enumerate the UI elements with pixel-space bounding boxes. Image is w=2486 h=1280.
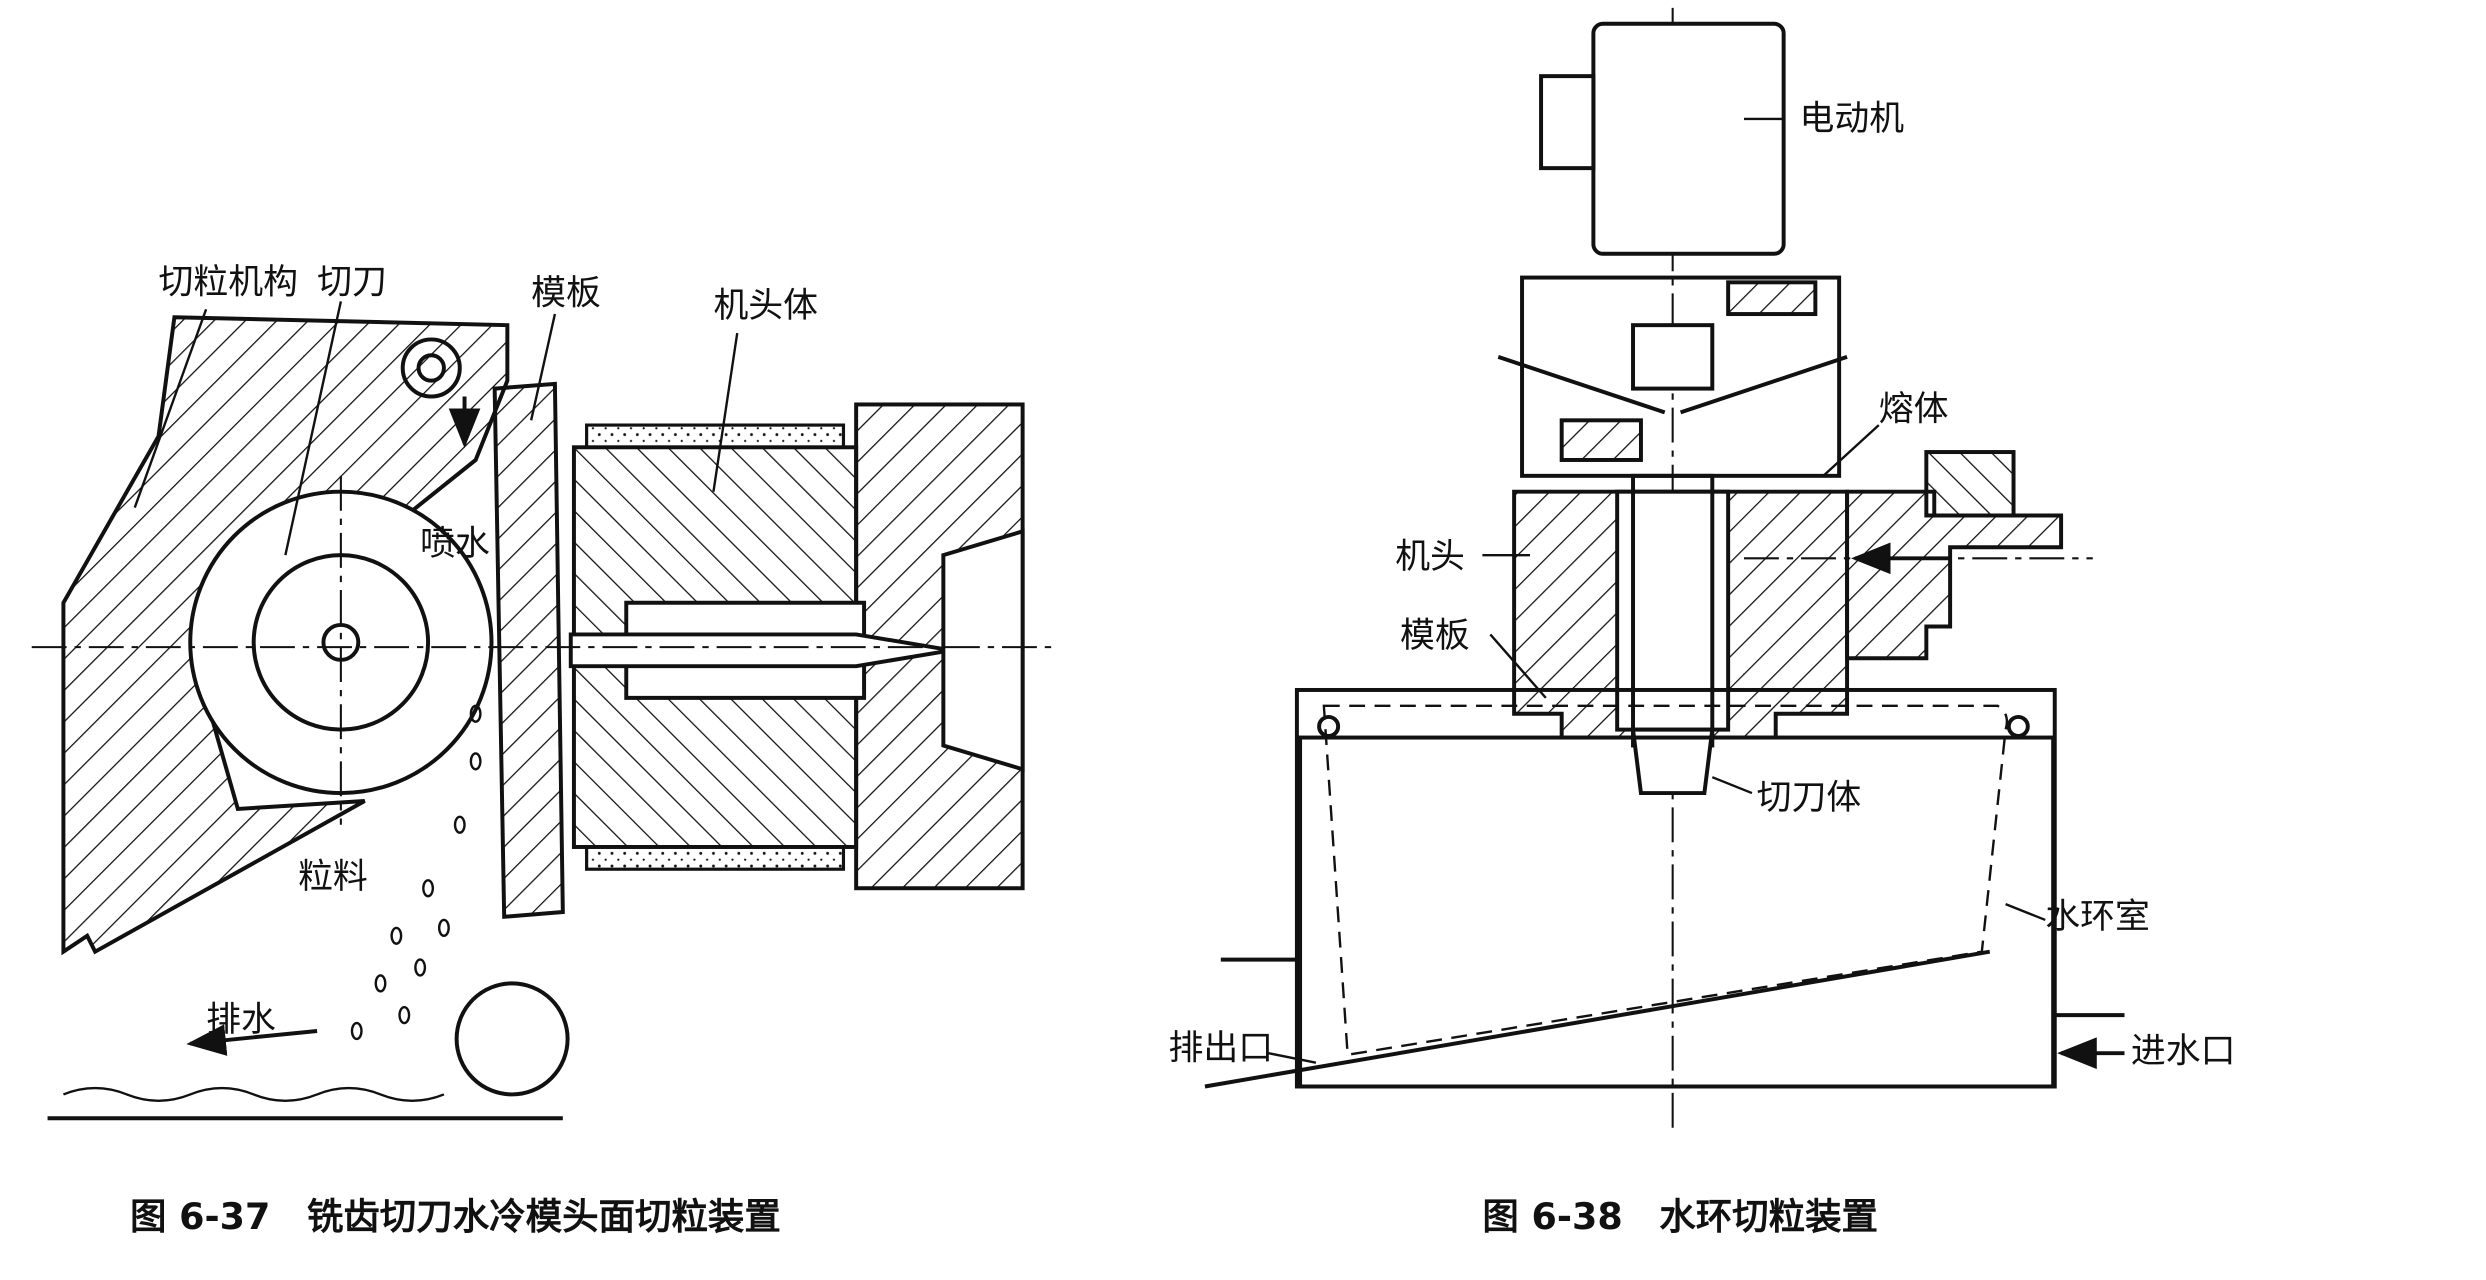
label-outlet: 排出口 xyxy=(1168,1029,1273,1069)
label-cutting-mechanism: 切粒机构 xyxy=(159,262,298,302)
label-cutter: 切刀 xyxy=(317,262,387,302)
label-motor: 电动机 xyxy=(1799,99,1904,139)
label-pellets: 粒料 xyxy=(298,857,368,897)
label-die-plate: 模板 xyxy=(1400,616,1470,656)
label-melt: 熔体 xyxy=(1879,389,1949,429)
motor xyxy=(1591,21,1786,256)
label-die-plate: 模板 xyxy=(531,274,601,314)
label-die-head: 机头 xyxy=(1395,537,1465,577)
figure-6-37: 切粒机构 切刀 模板 机头体 喷水 粒料 排水 图 6-37 铣齿切刀水冷模头面… xyxy=(31,262,1055,1238)
label-water-spray: 喷水 xyxy=(420,524,490,564)
spray-nozzle xyxy=(400,337,462,399)
caption-figure-6-37: 图 6-37 铣齿切刀水冷模头面切粒装置 xyxy=(130,1195,781,1238)
label-drain: 排水 xyxy=(206,1000,276,1040)
label-die-head-body: 机头体 xyxy=(713,286,818,326)
cutting-mechanism-housing xyxy=(61,315,510,956)
label-water-ring-chamber: 水环室 xyxy=(2045,897,2150,937)
drain-roller xyxy=(454,981,570,1097)
figure-6-38: 电动机 熔体 机头 模板 切刀体 水环室 排出口 进水口 图 6-38 水环切粒… xyxy=(1168,7,2236,1238)
die-plate xyxy=(492,381,565,919)
pellets-falling xyxy=(350,704,482,1041)
caption-figure-6-38: 图 6-38 水环切粒装置 xyxy=(1482,1195,1878,1238)
label-cutter-body: 切刀体 xyxy=(1757,778,1862,818)
label-water-inlet: 进水口 xyxy=(2131,1032,2236,1072)
